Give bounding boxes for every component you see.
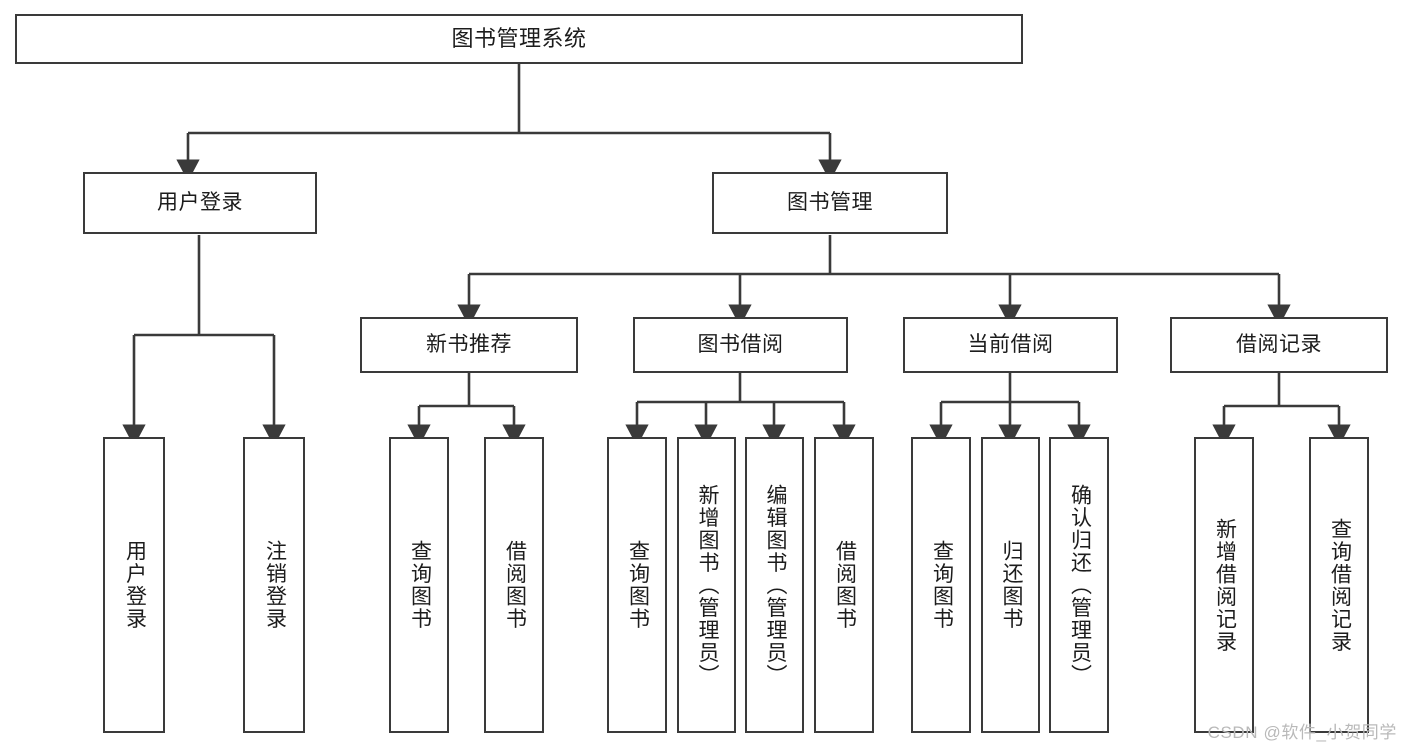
node-label: 注销登录 <box>263 540 287 630</box>
node-leaf-query-book-borrow[interactable]: 查询图书 <box>607 437 667 733</box>
node-label: 用户登录 <box>123 540 147 630</box>
node-label: 图书借阅 <box>697 332 784 356</box>
node-leaf-query-book-newbook[interactable]: 查询图书 <box>389 437 449 733</box>
node-label: 图书管理系统 <box>451 26 587 52</box>
node-label: 当前借阅 <box>967 332 1054 356</box>
node-label: 查询图书 <box>930 540 954 630</box>
node-label: 新增图书（管理员） <box>695 483 719 687</box>
node-user-login[interactable]: 用户登录 <box>83 172 317 234</box>
node-label: 查询图书 <box>626 540 650 630</box>
node-leaf-confirm-return-admin[interactable]: 确认归还（管理员） <box>1049 437 1109 733</box>
node-leaf-borrow-book-newbook[interactable]: 借阅图书 <box>484 437 544 733</box>
node-leaf-user-login[interactable]: 用户登录 <box>103 437 165 733</box>
node-label: 借阅记录 <box>1236 332 1322 356</box>
node-label: 查询图书 <box>408 540 432 630</box>
node-label: 新增借阅记录 <box>1213 517 1237 653</box>
node-new-book-recommendation[interactable]: 新书推荐 <box>360 317 578 373</box>
node-label: 新书推荐 <box>426 332 512 356</box>
node-label: 借阅图书 <box>503 540 527 630</box>
node-label: 用户登录 <box>157 190 243 214</box>
node-root-book-management-system[interactable]: 图书管理系统 <box>15 14 1023 64</box>
node-leaf-query-borrowing-record[interactable]: 查询借阅记录 <box>1309 437 1369 733</box>
watermark: CSDN @软件_小贺同学 <box>1207 723 1397 742</box>
node-leaf-borrow-book[interactable]: 借阅图书 <box>814 437 874 733</box>
node-label: 确认归还（管理员） <box>1068 483 1092 687</box>
node-leaf-return-book[interactable]: 归还图书 <box>981 437 1040 733</box>
node-borrowing-record[interactable]: 借阅记录 <box>1170 317 1388 373</box>
node-label: 图书管理 <box>787 190 873 214</box>
node-leaf-add-book-admin[interactable]: 新增图书（管理员） <box>677 437 736 733</box>
node-leaf-query-book-current[interactable]: 查询图书 <box>911 437 971 733</box>
node-label: 查询借阅记录 <box>1328 517 1352 653</box>
node-label: 编辑图书（管理员） <box>763 483 787 687</box>
node-leaf-logout[interactable]: 注销登录 <box>243 437 305 733</box>
node-current-borrowing[interactable]: 当前借阅 <box>903 317 1118 373</box>
node-book-borrowing[interactable]: 图书借阅 <box>633 317 848 373</box>
node-book-management[interactable]: 图书管理 <box>712 172 948 234</box>
node-leaf-edit-book-admin[interactable]: 编辑图书（管理员） <box>745 437 804 733</box>
node-label: 归还图书 <box>999 540 1023 630</box>
node-label: 借阅图书 <box>833 540 857 630</box>
node-leaf-add-borrowing-record[interactable]: 新增借阅记录 <box>1194 437 1254 733</box>
